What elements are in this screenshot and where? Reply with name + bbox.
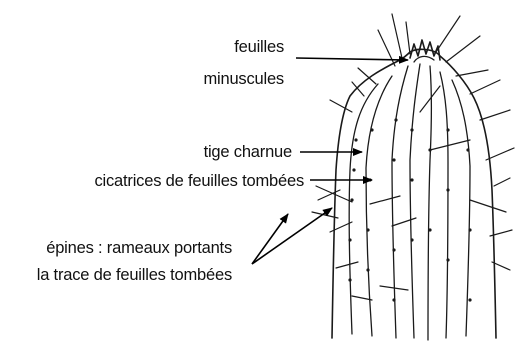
label-leaf-scars: cicatrices de feuilles tombées: [94, 172, 304, 190]
arrow-spines-1: [252, 214, 288, 264]
spine: [336, 262, 358, 268]
arrow-spines-2: [252, 208, 332, 264]
cactus-rib-7: [452, 80, 470, 336]
spine: [446, 36, 480, 62]
cactus-rib-2: [366, 76, 392, 336]
leaf-scar: [410, 128, 413, 131]
leaf-scar: [468, 228, 471, 231]
leaf-scar: [366, 268, 369, 271]
leaf-scar: [392, 248, 395, 251]
spine: [316, 186, 352, 202]
leaf-scar: [410, 178, 413, 181]
cactus-rib-5: [428, 66, 432, 340]
leaf-scar: [392, 298, 395, 301]
spine: [430, 140, 470, 150]
leaf-scar: [446, 188, 449, 191]
leaf-scar: [348, 238, 351, 241]
spine: [436, 16, 460, 52]
apex-leaves: [410, 40, 440, 62]
leaf-scar: [352, 168, 355, 171]
cactus-outline: [332, 49, 496, 338]
spine: [358, 68, 376, 84]
leaf-scar: [428, 228, 431, 231]
leaf-scar: [468, 298, 471, 301]
leaf-scar: [370, 128, 373, 131]
spine: [420, 86, 440, 112]
leaf-scar: [446, 258, 449, 261]
spine: [392, 14, 402, 58]
label-spines-line1: épines : rameaux portants: [46, 239, 232, 257]
label-spines-line2: la trace de feuilles tombées: [37, 266, 232, 284]
cactus-illustration: [312, 14, 514, 340]
leaf-scar: [348, 278, 351, 281]
spine: [330, 100, 352, 112]
cactus-spines: [312, 14, 514, 300]
leaf-scar: [354, 138, 357, 141]
cactus-rib-3: [392, 66, 408, 338]
leaf-scar: [366, 228, 369, 231]
cactus-rib-6: [440, 72, 448, 338]
spine: [370, 196, 400, 204]
spine: [456, 70, 488, 76]
spine: [470, 200, 506, 212]
leaf-scar: [446, 128, 449, 131]
leaf-scar: [392, 158, 395, 161]
spine: [378, 30, 395, 66]
spine: [470, 80, 500, 94]
spine: [480, 110, 510, 120]
leaf-scar: [410, 238, 413, 241]
label-leaves-line1: feuilles: [234, 38, 284, 56]
label-fleshy-stem: tige charnue: [204, 143, 292, 161]
leaf-scar: [394, 118, 397, 121]
label-leaves-line2: minuscules: [203, 70, 284, 88]
spine: [392, 218, 416, 226]
cactus-rib-4: [410, 64, 420, 338]
leaf-scar: [428, 148, 431, 151]
leaf-scar: [350, 198, 353, 201]
spine: [406, 22, 410, 54]
spine: [486, 148, 514, 160]
leaf-scar: [466, 148, 469, 151]
spine: [494, 178, 510, 186]
